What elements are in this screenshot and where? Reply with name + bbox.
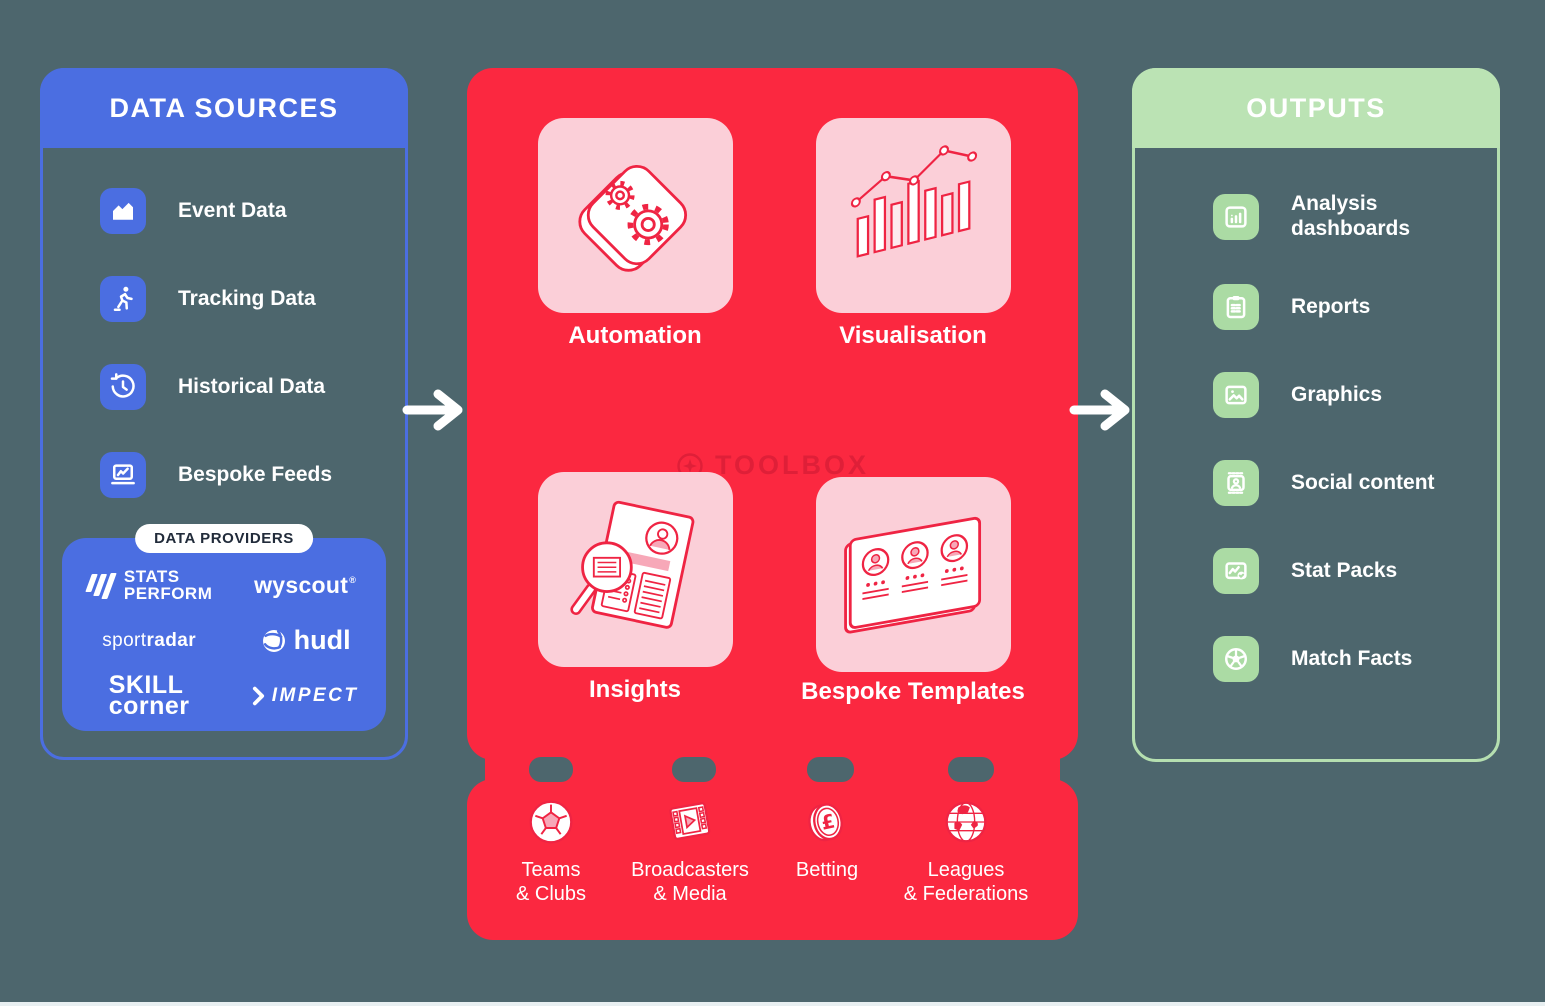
- arrow-right-icon: [1069, 389, 1130, 431]
- data-sources-title: DATA SOURCES: [109, 92, 339, 123]
- social-card-icon: [1213, 460, 1259, 506]
- connector-notch: [807, 757, 854, 782]
- impect-logo: IMPECT: [252, 685, 359, 707]
- source-item-label: Tracking Data: [178, 286, 316, 310]
- data-providers-badge: DATA PROVIDERS: [135, 524, 313, 553]
- output-item-analysis-dashboards: Analysis dashboards: [1213, 192, 1410, 242]
- isometric-chart-illustration: [850, 144, 977, 258]
- connector-notch: [948, 757, 994, 782]
- impect-chevron-icon: [252, 686, 264, 705]
- gears-illustration: [577, 164, 687, 272]
- audience-label: & Federations: [903, 882, 1029, 905]
- source-item-bespoke-feeds: Bespoke Feeds: [100, 452, 332, 498]
- audience-label: Betting: [795, 859, 859, 881]
- output-item-label: Match Facts: [1291, 646, 1413, 670]
- output-item-stat-packs: Stat Packs: [1213, 548, 1397, 594]
- outputs-header: OUTPUTS: [1132, 68, 1500, 148]
- runner-icon: [100, 276, 146, 322]
- automation-label: Automation: [568, 322, 702, 349]
- source-item-event-data: Event Data: [100, 188, 287, 234]
- outputs-title: OUTPUTS: [1246, 92, 1386, 123]
- insights-label: Insights: [588, 676, 681, 703]
- wyscout-logo: wyscout®: [254, 572, 356, 599]
- skillcorner-line1: SKILL: [108, 671, 184, 699]
- output-item-label: Reports: [1291, 294, 1371, 318]
- source-item-label: Bespoke Feeds: [178, 462, 333, 486]
- image-icon: [1213, 372, 1259, 418]
- skillcorner-logo: SKILL corner: [108, 671, 190, 720]
- audiences-bar: Teams & Clubs Broadcasters & Media: [467, 779, 1078, 940]
- source-item-label: Event Data: [178, 198, 287, 222]
- audience-label: Broadcasters: [631, 859, 749, 881]
- output-item-label: Graphics: [1291, 382, 1383, 406]
- stats-perform-bars-icon: [85, 572, 117, 599]
- football-outline-icon: [1213, 636, 1259, 682]
- audience-label: Teams: [521, 859, 581, 881]
- svg-text:£: £: [819, 809, 837, 834]
- sportradar-bold: radar: [146, 629, 196, 651]
- outputs-panel: OUTPUTS Analysis dashboards: [1132, 68, 1500, 762]
- output-item-match-facts: Match Facts: [1213, 636, 1412, 682]
- source-item-label: Historical Data: [178, 374, 326, 398]
- source-item-historical-data: Historical Data: [100, 364, 325, 410]
- output-item-social-content: Social content: [1213, 460, 1435, 506]
- toolbox-watermark: TOOLBOX: [617, 450, 927, 481]
- wyscout-mark: ®: [349, 574, 357, 585]
- audience-leagues-federations: Leagues & Federations: [886, 793, 1046, 906]
- output-item-graphics: Graphics: [1213, 372, 1382, 418]
- sportradar-regular: sport: [102, 629, 147, 651]
- wyscout-text: wyscout: [254, 572, 349, 598]
- output-item-label: Stat Packs: [1291, 558, 1398, 582]
- toolbox-watermark-text: TOOLBOX: [714, 450, 869, 480]
- output-item-label: Analysis dashboards: [1291, 192, 1411, 240]
- football-icon: [529, 800, 573, 844]
- hudl-logo: hudl: [260, 625, 351, 656]
- bespoke-templates-card: [816, 477, 1011, 672]
- pound-coin-icon: £: [808, 803, 843, 842]
- globe-icon: [945, 801, 987, 843]
- stats-perform-line1: STATS: [123, 567, 180, 587]
- stat-check-icon: [1213, 548, 1259, 594]
- user-cards-illustration: [843, 516, 981, 633]
- toolbox-panel: TOOLBOX Automation: [467, 68, 1078, 760]
- film-strip-icon: [669, 802, 711, 841]
- dashboard-icon: [1213, 193, 1259, 240]
- history-clock-icon: [100, 364, 146, 410]
- visualisation-label: Visualisation: [839, 322, 987, 349]
- data-sources-header: DATA SOURCES: [40, 68, 408, 148]
- area-chart-icon: [100, 188, 146, 234]
- impect-text: IMPECT: [271, 684, 359, 706]
- audience-broadcasters-media: Broadcasters & Media: [610, 793, 770, 906]
- output-item-label: Social content: [1291, 470, 1435, 494]
- stats-perform-logo: STATS PERFORM: [85, 567, 213, 603]
- footer-strip: [0, 1002, 1545, 1006]
- visualisation-card: [816, 118, 1011, 313]
- skillcorner-line2: corner: [108, 691, 190, 720]
- output-item-reports: Reports: [1213, 284, 1370, 330]
- arrow-right-icon: [402, 389, 463, 431]
- data-sources-panel: DATA SOURCES Event Data Tracking Data: [40, 68, 408, 760]
- stats-perform-line2: PERFORM: [123, 583, 213, 603]
- bespoke-templates-label: Bespoke Templates: [801, 678, 1025, 705]
- automation-card: [538, 118, 733, 313]
- insights-card: [538, 472, 733, 667]
- audience-betting: £ Betting: [747, 793, 907, 883]
- audience-teams-clubs: Teams & Clubs: [471, 793, 631, 906]
- hudl-text: hudl: [293, 625, 351, 655]
- audience-label: & Clubs: [515, 882, 587, 905]
- source-item-tracking-data: Tracking Data: [100, 276, 316, 322]
- connector-notch: [672, 757, 716, 782]
- connector-notch: [529, 757, 573, 782]
- hudl-globe-icon: [262, 629, 285, 652]
- audience-label: Leagues: [927, 859, 1005, 881]
- clipboard-icon: [1213, 284, 1259, 330]
- audience-label: & Media: [653, 882, 727, 905]
- magnifier-report-illustration: [569, 500, 694, 629]
- laptop-chart-icon: [100, 452, 146, 498]
